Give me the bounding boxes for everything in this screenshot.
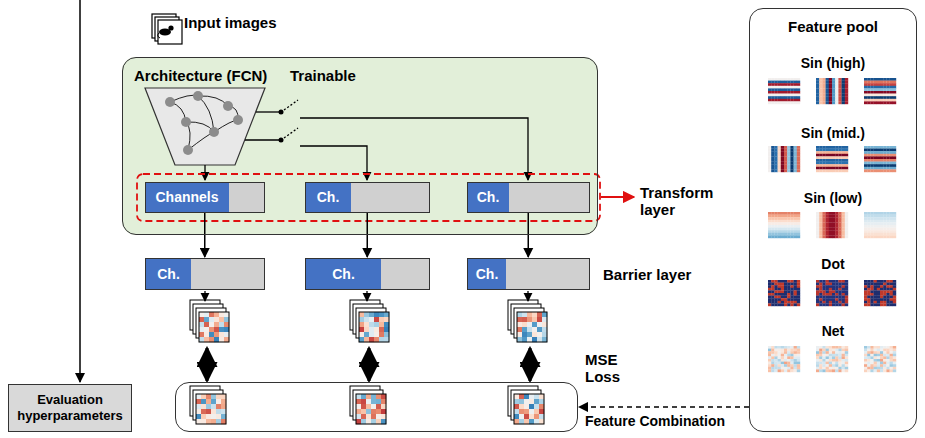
image-stack [350,300,389,342]
channel-label: Ch. [157,266,180,282]
switch-dot [279,138,284,143]
transform-region [137,174,600,221]
box-label: Sin (mid.) [750,125,916,142]
box-heading: MSE Loss [585,351,629,385]
output-arrow [366,291,367,301]
feature-image [768,280,800,306]
annotation-label: Input images [184,14,277,31]
image-stack [508,386,544,424]
channel-part: Ch. [468,259,506,289]
switch-dot [279,110,284,115]
feature-image [768,346,800,372]
compare-arrow [206,348,209,381]
box-heading: Feature pool [750,18,916,35]
loss-box: MSE Loss [175,382,578,432]
box-label: Dot [750,256,916,273]
transform-box: Ch. [467,182,590,213]
channel-label: Ch. [477,189,500,205]
feature-pool-box: Feature poolSin (high) Sin (mid.) Sin (low… [749,8,917,432]
barrier-box: Ch. [145,258,265,290]
box-heading: Architecture (FCN) [134,67,267,84]
channel-label: Channels [155,189,218,205]
box-label: Trainable [290,67,356,84]
box-label: Sin (high) [750,55,916,72]
channel-label: Ch. [476,266,499,282]
image-stack [350,386,386,424]
channel-rest [506,259,589,289]
feature-image [816,78,848,104]
feature-image [816,212,848,238]
feature-image [816,146,848,172]
transform-pointer [601,196,634,198]
trainable-panel: Architecture (FCN) TrainableChannels Ch. Ch… [122,57,598,235]
evaluation-box: Evaluation hyperparameters [8,384,132,432]
transform-box: Ch. [305,182,430,213]
input-images-icon [152,14,182,44]
channel-label: Ch. [317,189,340,205]
compare-arrow [529,348,532,381]
box-label: Net [750,323,916,340]
trainable-panel-fill [122,57,598,235]
channel-label: Ch. [332,266,355,282]
connector-label: Feature Combination [583,413,727,429]
output-wires [205,100,528,180]
compare-arrow [368,348,371,381]
feature-image [864,146,896,172]
channel-rest [229,183,264,212]
channel-rest [509,183,589,212]
channel-rest [381,259,429,289]
channel-rest [191,259,264,289]
channel-part: Ch. [146,259,191,289]
output-arrow [527,291,528,301]
image-stack [190,386,226,424]
feedback-line [79,0,81,382]
annotation-label: Transform layer [640,184,724,218]
annotation-label: Barrier layer [603,266,691,283]
feature-image [768,212,800,238]
box-label: Sin (low) [750,190,916,207]
barrier-box: Ch. [467,258,590,290]
feature-image [864,346,896,372]
channel-rest [351,183,429,212]
image-stack [190,300,229,342]
feature-image [864,78,896,104]
fcn-architecture [145,88,265,165]
feature-image [864,280,896,306]
feature-image [864,212,896,238]
feature-image [816,280,848,306]
feature-image [768,146,800,172]
channel-part: Channels [146,183,229,212]
feature-image [768,78,800,104]
output-arrow [204,291,205,301]
connector [579,406,749,408]
channel-part: Ch. [306,259,381,289]
channel-part: Ch. [306,183,351,212]
box-label: Evaluation hyperparameters [13,392,127,424]
barrier-box: Ch. [305,258,430,290]
channel-part: Ch. [468,183,509,212]
transform-box: Channels [145,182,265,213]
image-stack [508,300,547,342]
feature-image [816,346,848,372]
